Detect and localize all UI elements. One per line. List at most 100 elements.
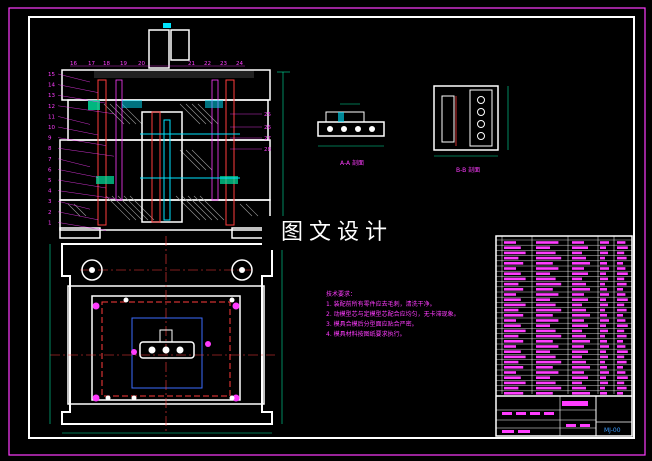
left-label-5: 5 <box>48 178 52 184</box>
left-label-3: 3 <box>48 199 52 205</box>
table-cell <box>600 256 605 260</box>
table-cell <box>600 350 606 353</box>
table-cell <box>504 392 524 395</box>
table-cell <box>600 360 605 364</box>
table-cell <box>536 324 550 327</box>
tech-note-2: 2. 动模型芯与定模型芯配合应均匀，无卡滞现象。 <box>326 310 460 318</box>
table-cell <box>504 355 526 359</box>
table-cell <box>600 371 609 374</box>
table-cell <box>572 256 586 260</box>
leader-line <box>57 211 99 220</box>
label-27: 27 <box>264 136 271 142</box>
table-cell <box>572 334 586 338</box>
table-cell <box>536 241 559 244</box>
leader-line <box>57 126 99 136</box>
left-label-6: 6 <box>48 167 52 173</box>
table-cell <box>572 381 582 385</box>
table-cell <box>536 293 559 296</box>
leader-line <box>57 137 107 146</box>
table-cell <box>600 282 605 286</box>
table-cell <box>504 303 526 307</box>
table-cell <box>572 262 590 265</box>
table-cell <box>504 293 516 296</box>
table-cell <box>572 392 590 395</box>
table-cell <box>600 251 608 255</box>
table-cell <box>617 371 626 374</box>
table-cell <box>600 262 607 265</box>
leader-line <box>57 116 91 125</box>
table-cell <box>536 298 550 301</box>
table-cell <box>504 262 524 265</box>
table-cell <box>572 371 584 374</box>
table-cell <box>572 308 586 312</box>
table-cell <box>572 366 590 369</box>
label-25: 25 <box>264 112 271 118</box>
table-cell <box>536 371 559 374</box>
table-cell <box>572 251 582 255</box>
table-cell <box>504 371 516 374</box>
table-cell <box>572 288 590 291</box>
left-label-2: 2 <box>48 210 52 216</box>
label-23: 23 <box>220 61 227 67</box>
table-cell <box>617 267 626 270</box>
table-cell <box>504 256 519 260</box>
table-cell <box>617 241 626 244</box>
table-cell <box>572 376 588 379</box>
table-cell <box>617 350 628 353</box>
table-cell <box>617 277 625 281</box>
table-cell <box>536 262 553 265</box>
table-cell <box>617 381 625 385</box>
table-cell <box>617 319 626 322</box>
table-cell <box>600 303 608 307</box>
table-cell <box>617 345 626 348</box>
table-cell <box>617 366 623 369</box>
table-cell <box>600 386 605 390</box>
table-cell <box>600 355 608 359</box>
table-cell <box>536 329 556 333</box>
label-28: 28 <box>264 147 271 153</box>
table-cell <box>572 293 584 296</box>
table-cell <box>600 376 606 379</box>
left-label-4: 4 <box>48 189 52 195</box>
table-cell <box>504 251 526 255</box>
top-part-numbers: 16 17 18 19 20 21 22 23 24 <box>70 61 243 67</box>
table-cell <box>572 272 588 275</box>
left-label-7: 7 <box>48 157 52 163</box>
leader-line <box>57 73 91 83</box>
table-cell <box>536 334 562 338</box>
table-cell <box>617 298 628 301</box>
table-cell <box>536 350 550 353</box>
leader-line <box>57 201 91 210</box>
table-cell <box>572 355 582 359</box>
table-cell <box>600 298 606 301</box>
table-cell <box>617 308 627 312</box>
table-cell <box>536 386 562 390</box>
table-cell <box>536 319 559 322</box>
table-cell <box>504 298 521 301</box>
table-cell <box>600 241 609 244</box>
table-cell <box>572 241 584 244</box>
table-cell <box>572 267 584 270</box>
table-cell <box>504 350 521 353</box>
leader-line <box>57 148 115 157</box>
table-cell <box>617 392 623 395</box>
table-cell <box>617 376 628 379</box>
leader-line <box>57 179 107 189</box>
table-cell <box>617 355 625 359</box>
table-cell <box>536 282 562 286</box>
table-cell <box>600 308 605 312</box>
leader-line <box>57 222 107 231</box>
table-cell <box>504 246 521 249</box>
table-cell <box>504 334 519 338</box>
table-cell <box>504 319 516 322</box>
drawing-number: MJ-00 <box>604 427 621 434</box>
technical-notes: 技术要求： 1. 装配前所有零件应去毛刺，清洗干净。 2. 动模型芯与定模型芯配… <box>326 290 460 338</box>
label-16: 16 <box>70 61 77 67</box>
table-cell <box>617 288 623 291</box>
table-cell <box>600 381 608 385</box>
section-a-caption: A-A 剖面 <box>340 159 364 167</box>
section-b-detail <box>433 85 509 157</box>
table-cell <box>572 345 584 348</box>
table-cell <box>504 267 516 270</box>
table-cell <box>536 345 559 348</box>
